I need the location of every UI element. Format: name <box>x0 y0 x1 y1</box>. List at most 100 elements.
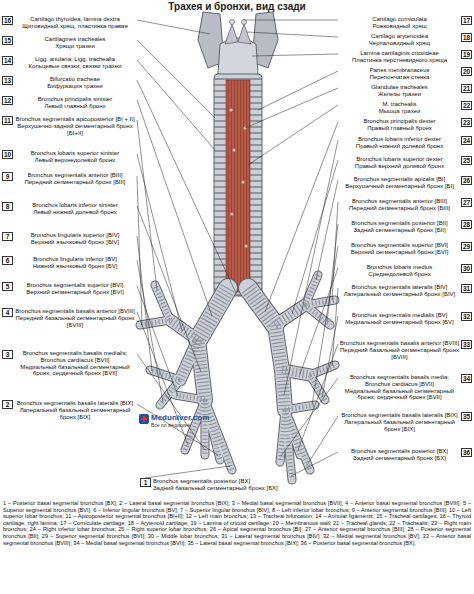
russian-term: Правый верхний долевой бронх <box>339 163 460 170</box>
callout-number: 32 <box>463 313 470 320</box>
callout-number: 8 <box>6 203 10 210</box>
leader-line <box>247 32 338 37</box>
callout-box: 1 <box>140 478 151 487</box>
label-group: Bronchus segmentalis medialis [BV]Медиал… <box>339 312 460 326</box>
callout-number: 21 <box>463 85 470 92</box>
callout-number: 12 <box>4 97 11 104</box>
leader-line <box>137 60 215 150</box>
latin-term: Bronchus lobaris superior sinister <box>14 150 136 157</box>
leader-line <box>312 246 338 405</box>
callout-number: 4 <box>6 309 10 316</box>
label-group: Bronchus lingularis inferior [BV]Нижний … <box>14 256 136 270</box>
latin-term: Bronchus segmentalis basalis anterior [B… <box>339 340 460 347</box>
russian-term: Передний базальный сегментарный бронх [Б… <box>14 315 136 329</box>
logo-icon <box>139 414 149 424</box>
russian-term: Латеральный сегментарный бронх [БIV] <box>339 291 460 298</box>
label-group: M. trachealisМышца трахеи <box>339 101 460 115</box>
russian-term: Задний базальный сегментарный бронх [БX] <box>153 485 283 492</box>
russian-term: Мышца трахеи <box>339 108 460 115</box>
latin-term: Bronchus segmentalis basalis anterior [B… <box>14 308 136 315</box>
russian-term: Правый нижний долевой бронх <box>339 143 460 150</box>
label-group: Bronchus segmentalis posterior [BII]Задн… <box>339 220 460 234</box>
latin-term: Bronchus lobaris medius <box>339 264 460 271</box>
callout-box: 10 <box>2 150 13 159</box>
cricoid-lamina <box>218 38 258 77</box>
latin-term: Cartilago corniculata <box>339 16 460 23</box>
label-group: Bronchus segmentalis superior [BVI]Верхн… <box>14 282 136 296</box>
lobar-bronchus <box>170 305 310 380</box>
main-bronchus <box>198 288 275 340</box>
cartilage-rings <box>198 288 275 340</box>
latin-term: Bronchus principalis sinister <box>14 96 136 103</box>
callout-number: 9 <box>6 173 10 180</box>
callout-number: 31 <box>463 285 470 292</box>
latin-term: Bronchus segmentalis superior [BVI] <box>14 282 136 289</box>
callout-number: 16 <box>4 17 11 24</box>
corniculate-cartilage <box>230 20 235 25</box>
lobar-bronchus <box>170 305 310 380</box>
bronchial-tree <box>140 275 335 480</box>
label-group: Ligg. anularia; Ligg. trachealiaКольцевы… <box>14 56 136 70</box>
label-group: Cartilago arytenoideaЧерпаловидный хрящ <box>339 33 460 47</box>
leader-line <box>137 260 163 402</box>
callout-box: 13 <box>2 76 13 85</box>
label-group: Bronchus segmentalis lateralis [BIV]Лате… <box>339 284 460 298</box>
leader-line <box>137 20 210 34</box>
leader-line <box>245 88 338 128</box>
callout-box: 9 <box>2 172 13 181</box>
callout-number: 7 <box>6 233 10 240</box>
latin-term: Cartilagines tracheales <box>14 36 136 43</box>
callout-box: 7 <box>2 232 13 241</box>
leader-line <box>332 288 338 366</box>
callout-box: 29 <box>461 242 472 251</box>
leader-line <box>137 100 212 316</box>
label-group: Bronchus segmentalis posterior [BX]Задни… <box>339 448 460 462</box>
callout-number: 19 <box>463 51 470 58</box>
callout-number: 35 <box>463 413 470 420</box>
label-group: Bronchus segmentalis basalis medialis; B… <box>14 350 136 377</box>
leader-line <box>137 236 152 371</box>
label-group: Bronchus principalis dexterПравый главны… <box>339 118 460 132</box>
russian-term: Задний сегментарный бронх [БII] <box>339 227 460 234</box>
leader-line <box>291 452 338 476</box>
callout-number: 15 <box>4 37 11 44</box>
russian-term: Медиальный базальный сегментарный бронх;… <box>14 364 136 378</box>
latin-term: M. trachealis <box>339 101 460 108</box>
latin-term: Bronchus lingularis inferior [BV] <box>14 256 136 263</box>
russian-term: Верхний сегментарный бронх [БVI] <box>339 249 460 256</box>
latin-term: Bronchus segmentalis posterior [BX] <box>153 478 283 485</box>
latin-term: Bifurcatio tracheae <box>14 76 136 83</box>
callout-box: 30 <box>461 264 472 273</box>
leader-line <box>137 40 215 118</box>
leader-line <box>292 160 338 314</box>
russian-term: Передний базальный сегментарный бронх [Б… <box>339 347 460 361</box>
callout-number: 27 <box>463 199 470 206</box>
leader-line <box>137 154 182 331</box>
russian-term: Верхний язычковый бронх [БIV] <box>14 239 136 246</box>
label-group: Bronchus segmentalis anterior [BIII]Пере… <box>14 172 136 186</box>
leader-line <box>281 378 338 456</box>
callout-box: 32 <box>461 312 472 321</box>
segmental-bronchus <box>140 275 335 480</box>
russian-term: Латеральный базальный сегментарный бронх… <box>339 419 460 433</box>
callout-number: 18 <box>463 34 470 41</box>
arytenoid-cartilage <box>225 24 238 44</box>
leader-line <box>145 466 230 478</box>
callout-box: 2 <box>2 400 13 409</box>
label-group: Paries membranaceusПерепончатая стенка <box>339 67 460 81</box>
label-group: Bifurcatio tracheaeБифуркация трахеи <box>14 76 136 90</box>
callout-box: 4 <box>2 308 13 317</box>
latin-term: Bronchus segmentalis posterior [BII] <box>339 220 460 227</box>
latin-term: Bronchus segmentalis posterior [BX] <box>339 448 460 455</box>
tracheal-gland <box>244 244 247 247</box>
leader-line <box>322 316 338 397</box>
callout-box: 6 <box>2 256 13 265</box>
bronchial-tree <box>140 275 335 480</box>
callout-number: 20 <box>463 68 470 75</box>
lobar-bronchus <box>198 325 285 410</box>
latin-term: Bronchus segmentalis apicalis [BI] <box>339 176 460 183</box>
cartilage-rings <box>140 275 335 480</box>
callout-box: 15 <box>2 36 13 45</box>
label-group: Bronchus segmentalis apicalis [BI]Верхуш… <box>339 176 460 190</box>
leader-line <box>298 344 338 450</box>
